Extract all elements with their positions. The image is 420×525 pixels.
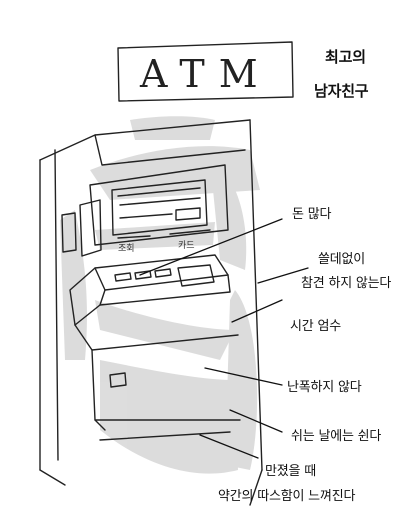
title-line-1: 최고의 xyxy=(325,48,366,66)
annotation-useless-line-1: 쓸데없이 xyxy=(318,252,366,267)
machine-label-left: 조회 xyxy=(118,244,135,254)
annotation-useless-line-2: 참견 하지 않는다 xyxy=(301,276,392,291)
title-line-2: 남자친구 xyxy=(314,82,369,100)
annotation-touch-line-1: 만졌을 때 xyxy=(265,464,316,479)
machine-label-right: 카드 xyxy=(178,241,195,251)
annotation-money: 돈 많다 xyxy=(292,207,332,222)
annotation-time: 시간 엄수 xyxy=(290,319,341,334)
annotation-rest: 쉬는 날에는 쉰다 xyxy=(291,429,382,444)
annotation-gentle: 난폭하지 않다 xyxy=(287,380,362,395)
atm-sign-text: ATM xyxy=(140,52,272,96)
annotation-touch-line-2: 약간의 따스함이 느껴진다 xyxy=(218,489,356,504)
